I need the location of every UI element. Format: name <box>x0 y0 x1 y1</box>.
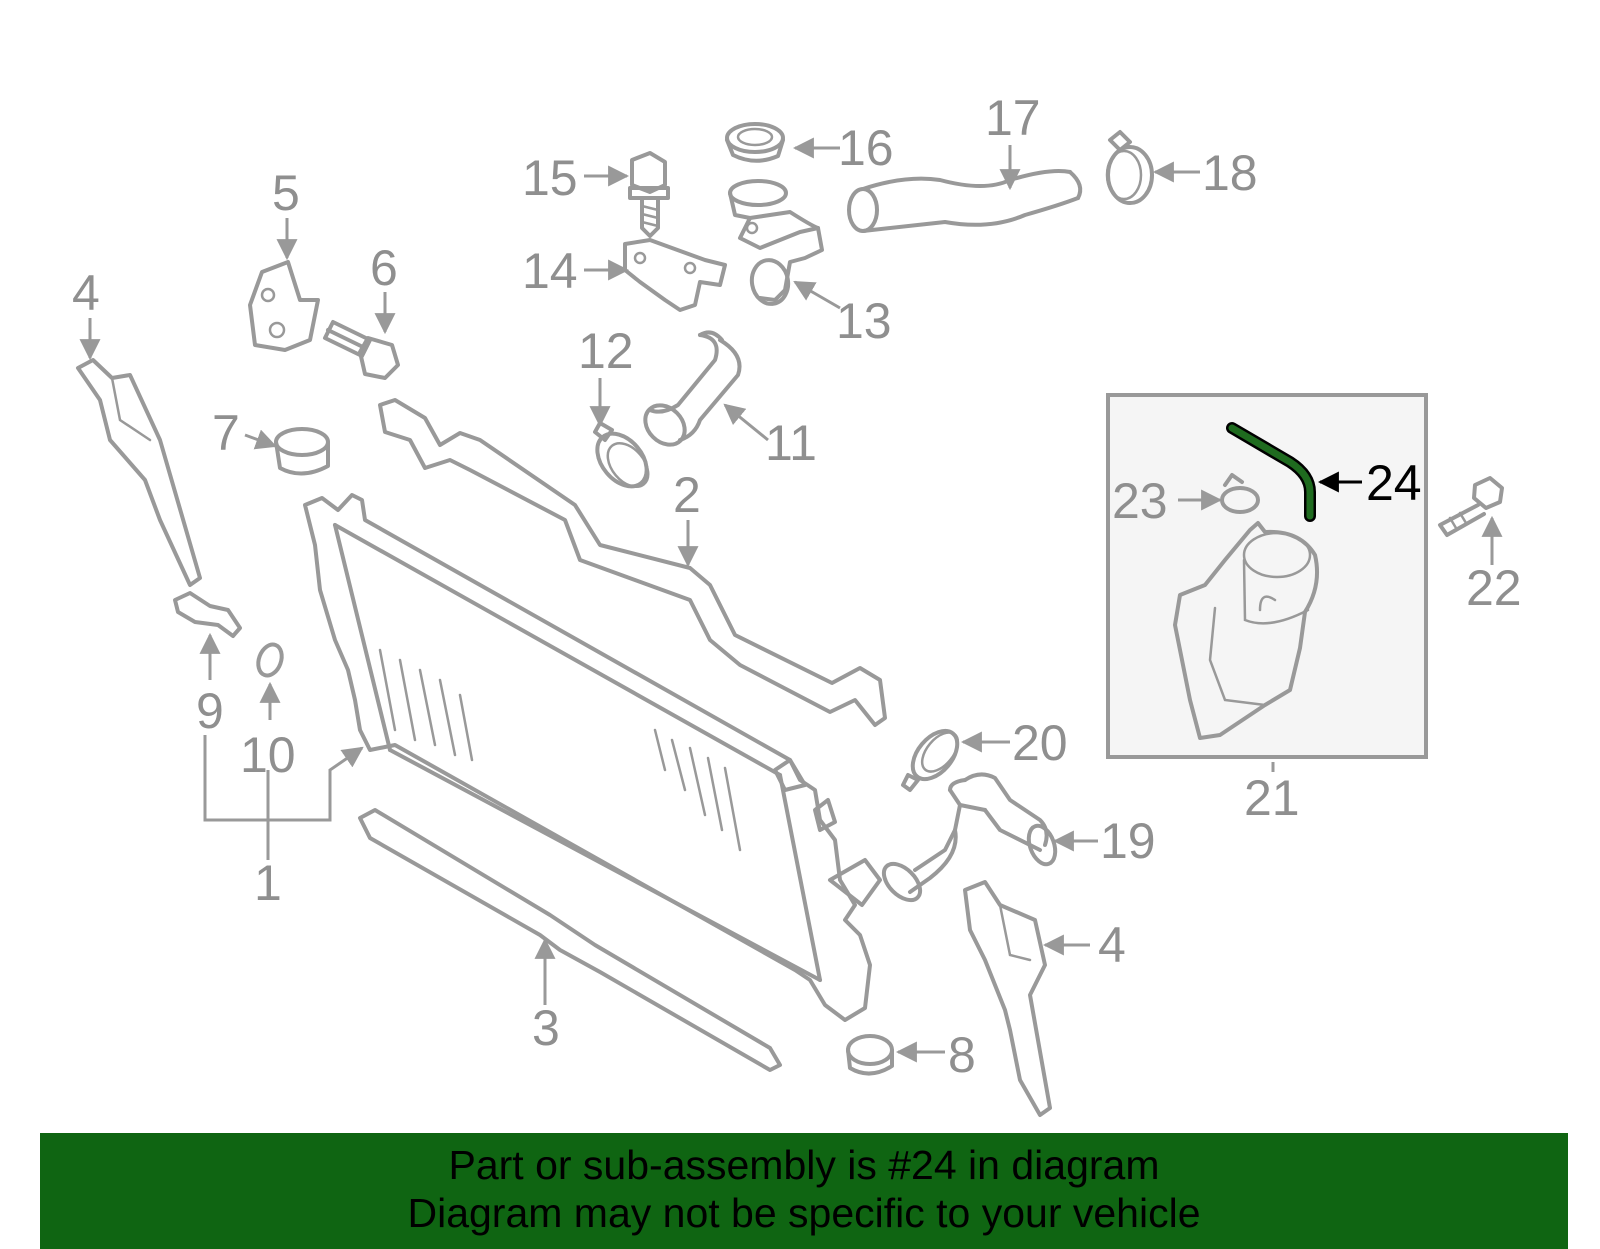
callout-15: 15 <box>522 150 578 206</box>
part-2-seal <box>378 398 887 727</box>
callout-12: 12 <box>578 323 634 379</box>
part-18-clamp <box>1105 130 1154 205</box>
callout-22: 22 <box>1466 560 1522 616</box>
callout-16: 16 <box>838 120 894 176</box>
part-4-left-bracket <box>76 358 202 587</box>
callout-4-right: 4 <box>1098 917 1126 973</box>
part-10-o-ring <box>256 642 284 678</box>
callout-10: 10 <box>240 727 296 783</box>
callout-20: 20 <box>1012 715 1068 771</box>
callout-7: 7 <box>212 405 240 461</box>
part-19-hose <box>881 772 1058 903</box>
part-20-clamp <box>901 728 960 792</box>
part-1-radiator <box>303 493 882 1022</box>
callout-2: 2 <box>673 467 701 523</box>
banner-line-2: Diagram may not be specific to your vehi… <box>407 1190 1201 1236</box>
part-13-outlet <box>728 179 824 306</box>
part-21-reservoir <box>1173 521 1319 740</box>
part-22-bolt <box>1438 476 1504 537</box>
callout-19: 19 <box>1100 813 1156 869</box>
part-4-right-bracket <box>963 880 1052 1117</box>
part-6-bolt <box>323 320 400 380</box>
part-12-clamp <box>593 421 650 489</box>
callout-3: 3 <box>532 1000 560 1056</box>
part-17-hose <box>847 169 1083 233</box>
part-7-grommet <box>274 427 330 476</box>
callout-24: 24 <box>1366 455 1422 511</box>
part-14-bracket <box>623 238 727 312</box>
callout-23: 23 <box>1112 473 1168 529</box>
callout-14: 14 <box>522 243 578 299</box>
part-11-hose <box>643 330 742 447</box>
part-3-seal <box>358 808 782 1072</box>
callout-9: 9 <box>196 683 224 739</box>
callout-17: 17 <box>985 90 1041 146</box>
callout-8: 8 <box>948 1027 976 1083</box>
callout-11: 11 <box>765 415 817 471</box>
leader-lines <box>79 137 1503 1063</box>
part-5-bracket <box>248 260 320 352</box>
part-16-cap <box>725 122 785 163</box>
part-9-sensor <box>173 591 242 638</box>
info-banner: Part or sub-assembly is #24 in diagram D… <box>40 1133 1568 1249</box>
callout-4-left: 4 <box>72 265 100 321</box>
callout-18: 18 <box>1202 145 1258 201</box>
part-24-hose-highlighted <box>1226 422 1316 522</box>
banner-line-1: Part or sub-assembly is #24 in diagram <box>448 1142 1160 1188</box>
callout-1: 1 <box>254 855 282 911</box>
callout-13: 13 <box>836 293 892 349</box>
part-15-bolt <box>628 151 670 238</box>
part-8-grommet <box>846 1034 894 1076</box>
callout-5: 5 <box>272 165 300 221</box>
callout-6: 6 <box>370 240 398 296</box>
callout-21: 21 <box>1244 770 1300 826</box>
